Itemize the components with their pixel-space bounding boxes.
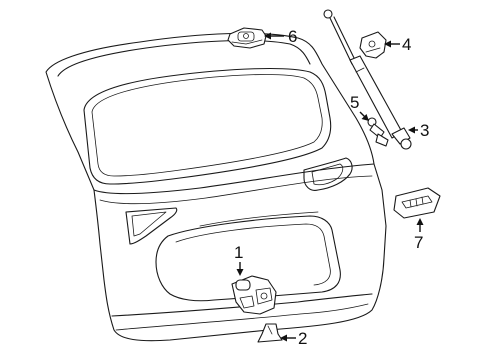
part-3-gas-strut xyxy=(323,9,412,150)
callout-5-number: 5 xyxy=(350,93,359,112)
callout-6-arrowhead xyxy=(264,32,271,40)
part-7-handle-switch xyxy=(393,187,441,219)
part-6-hinge-bracket xyxy=(227,27,267,49)
callout-4-arrowhead xyxy=(384,40,391,48)
part-1-latch-actuator xyxy=(231,275,277,315)
callout-2-arrowhead xyxy=(280,334,287,342)
callout-7-number: 7 xyxy=(414,233,423,252)
callout-7-arrowhead xyxy=(416,218,424,225)
liftgate-panel xyxy=(45,32,387,342)
callout-3-number: 3 xyxy=(420,121,429,140)
callout-1-number: 1 xyxy=(234,243,243,262)
part-4-strut-bracket xyxy=(359,31,387,59)
part-2-striker xyxy=(257,323,283,343)
callout-6-number: 6 xyxy=(288,27,297,46)
callout-2-number: 2 xyxy=(298,329,307,348)
callout-1-arrowhead xyxy=(236,269,244,276)
part-5-ball-stud xyxy=(367,117,389,147)
callout-5-arrowhead xyxy=(361,114,369,121)
callout-4-number: 4 xyxy=(402,35,411,54)
callout-3-arrowhead xyxy=(408,126,415,134)
